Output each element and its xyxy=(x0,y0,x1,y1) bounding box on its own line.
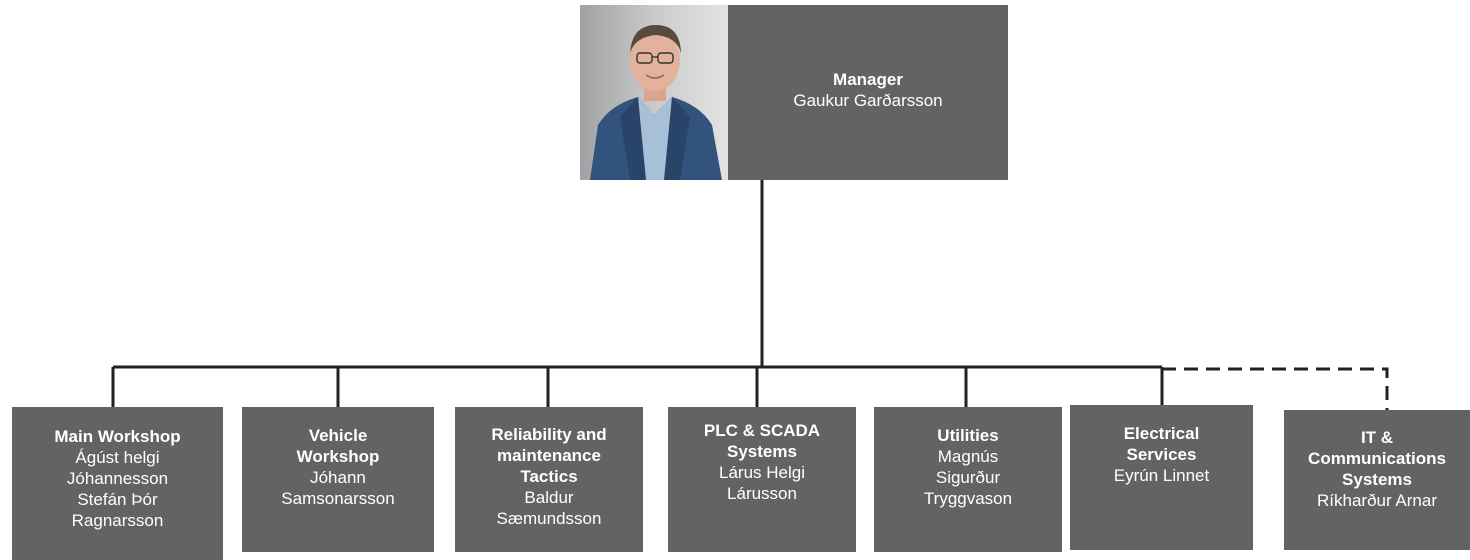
department-people: Lárus Helgi Lárusson xyxy=(719,463,805,503)
department-title: Utilities xyxy=(937,426,999,445)
department-people: Ágúst helgi Jóhannesson Stefán Þór Ragna… xyxy=(66,448,169,530)
department-main-workshop: Main Workshop Ágúst helgi Jóhannesson St… xyxy=(12,407,223,560)
department-title: Main Workshop xyxy=(54,427,181,446)
dashed-link-it-communications xyxy=(1162,367,1389,410)
department-people: Jóhann Samsonarsson xyxy=(281,468,395,508)
department-title: Reliability and maintenance Tactics xyxy=(491,425,607,486)
department-people: Eyrún Linnet xyxy=(1113,466,1210,485)
department-people: Ríkharður Arnar xyxy=(1317,491,1437,510)
manager-box: Manager Gaukur Garðarsson xyxy=(728,5,1008,180)
manager-photo xyxy=(580,5,728,180)
manager-name: Gaukur Garðarsson xyxy=(793,91,943,110)
manager-title: Manager xyxy=(833,70,903,89)
department-plc-scada: PLC & SCADA Systems Lárus Helgi Lárusson xyxy=(668,407,856,552)
department-vehicle-workshop: Vehicle Workshop Jóhann Samsonarsson xyxy=(242,407,434,552)
department-reliability-tactics: Reliability and maintenance Tactics Bald… xyxy=(455,407,643,552)
department-title: PLC & SCADA Systems xyxy=(703,421,821,461)
department-title: Electrical Services xyxy=(1123,424,1200,464)
department-it-communications: IT & Communications Systems Ríkharður Ar… xyxy=(1284,410,1470,550)
department-utilities: Utilities Magnús Sigurður Tryggvason xyxy=(874,407,1062,552)
department-electrical-services: Electrical Services Eyrún Linnet xyxy=(1070,405,1253,550)
department-title: IT & Communications Systems xyxy=(1308,428,1446,489)
department-title: Vehicle Workshop xyxy=(296,426,380,466)
department-people: Magnús Sigurður Tryggvason xyxy=(923,447,1013,508)
department-people: Baldur Sæmundsson xyxy=(496,488,602,528)
